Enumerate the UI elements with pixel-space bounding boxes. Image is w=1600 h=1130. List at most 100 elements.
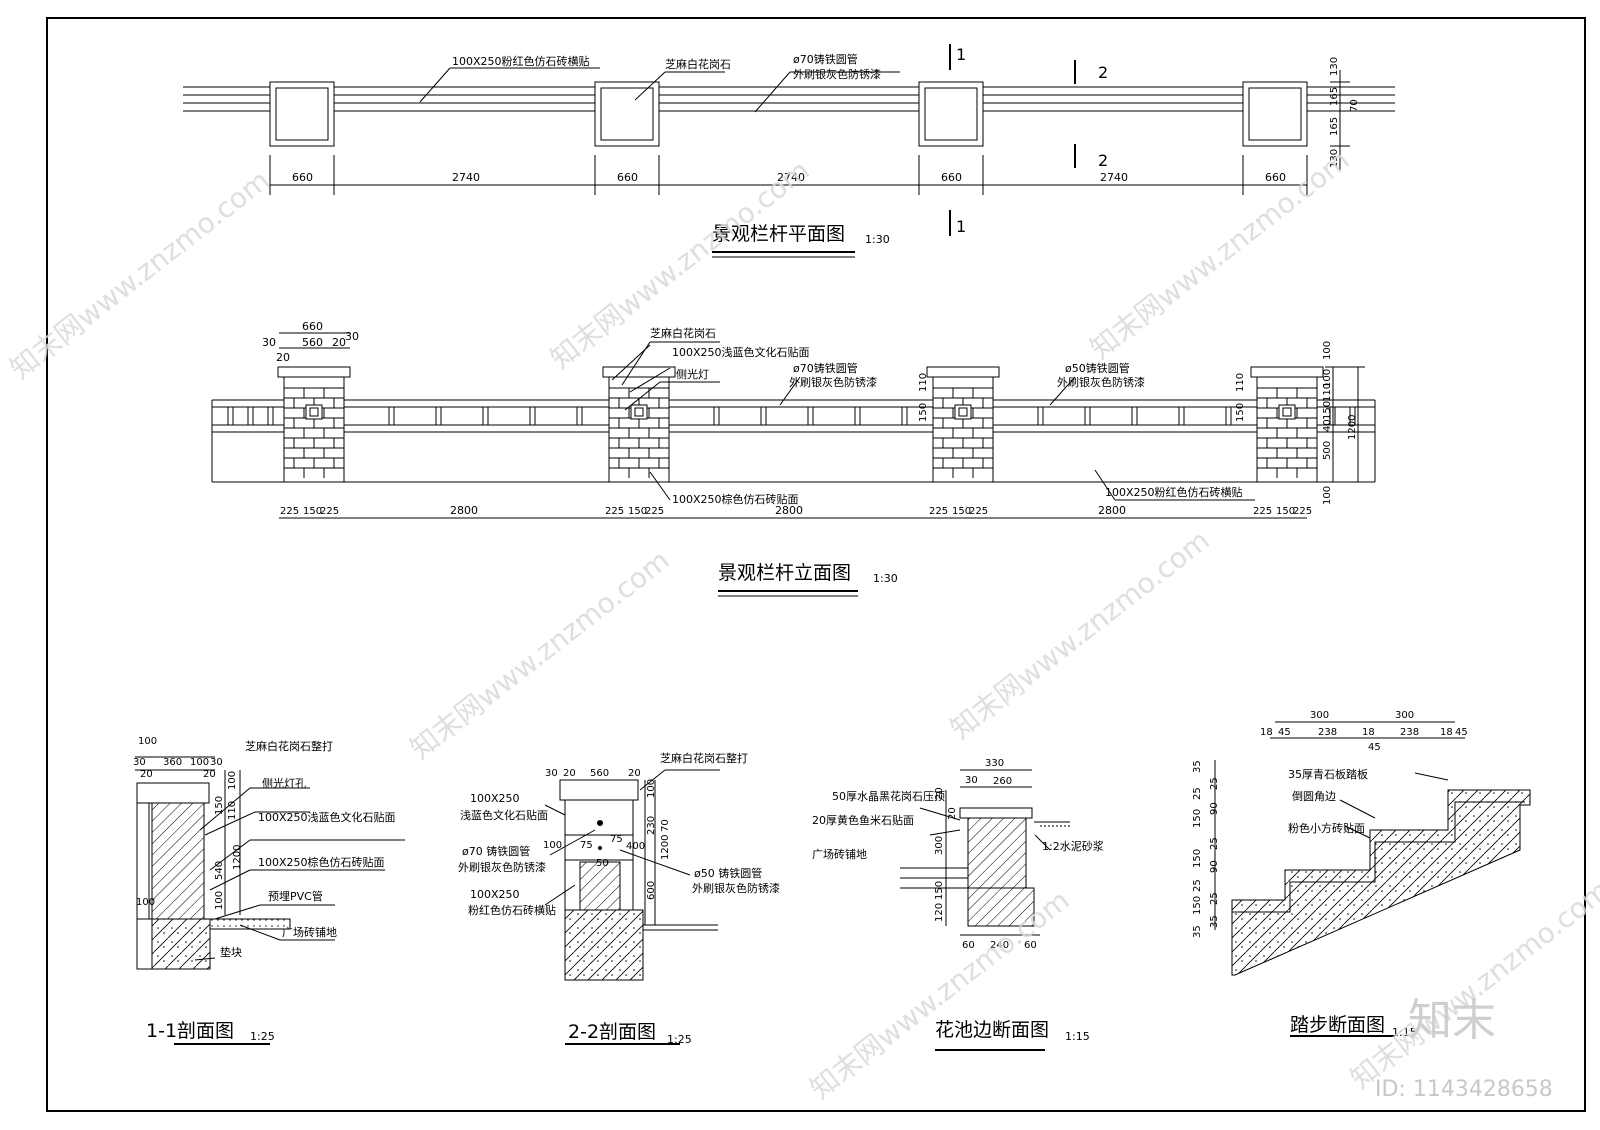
svg-text:30: 30 — [545, 768, 558, 779]
flowerbed-section — [900, 769, 1070, 1051]
svg-text:2740: 2740 — [777, 171, 805, 184]
plan-pipe-label-1: ø70铸铁圆管 — [793, 52, 858, 66]
svg-text:20: 20 — [934, 787, 945, 800]
elev-pink-tile-label: 100X250粉红色仿石砖横贴 — [1105, 485, 1243, 499]
svg-text:60: 60 — [1024, 940, 1037, 951]
svg-text:238: 238 — [1400, 727, 1419, 738]
section11-scale: 1:25 — [250, 1030, 275, 1043]
svg-text:2800: 2800 — [775, 504, 803, 517]
baluster — [529, 406, 536, 426]
stairs-edge-label: 倒圆角边 — [1292, 790, 1336, 803]
s22-granite-label: 芝麻白花岗石整打 — [660, 751, 748, 765]
s22-pipe50-label-1: ø50 铸铁圆管 — [694, 866, 762, 880]
svg-text:150: 150 — [1276, 506, 1295, 517]
svg-text:660: 660 — [1265, 171, 1286, 184]
svg-text:238: 238 — [1318, 727, 1337, 738]
s22-blue-label-2: 浅蓝色文化石贴面 — [460, 808, 548, 822]
s11-brown-label: 100X250棕色仿石砖贴面 — [258, 855, 385, 869]
svg-text:70: 70 — [660, 819, 671, 832]
section-mark-2-bottom: 2 — [1098, 151, 1108, 170]
section-2-2 — [544, 769, 720, 1045]
svg-text:400: 400 — [626, 841, 645, 852]
svg-text:25: 25 — [1192, 787, 1203, 800]
plan-title: 景观栏杆平面图 — [712, 223, 845, 245]
section22-title: 2-2剖面图 — [568, 1021, 656, 1043]
svg-text:30: 30 — [133, 757, 146, 768]
s11-blue-label: 100X250浅蓝色文化石贴面 — [258, 810, 396, 824]
watermark-logo: 知末 — [1408, 995, 1496, 1046]
s11-hole-label: 侧光灯孔 — [262, 776, 306, 790]
svg-text:50: 50 — [596, 858, 609, 869]
svg-text:225: 225 — [320, 506, 339, 517]
watermark-id: ID: 1143428658 — [1375, 1077, 1553, 1102]
svg-text:150: 150 — [303, 506, 322, 517]
svg-text:150: 150 — [952, 506, 971, 517]
baluster — [901, 406, 908, 426]
section11-title: 1-1剖面图 — [146, 1020, 234, 1042]
baluster — [807, 406, 814, 426]
svg-text:660: 660 — [292, 171, 313, 184]
svg-text:240: 240 — [990, 940, 1009, 951]
svg-text:225: 225 — [929, 506, 948, 517]
section-mark-1-bottom: 1 — [956, 217, 966, 236]
baluster — [247, 406, 254, 426]
s22-pink-label-2: 粉红色仿石砖横贴 — [468, 903, 556, 917]
flowerbed-scale: 1:15 — [1065, 1030, 1090, 1043]
svg-text:225: 225 — [1253, 506, 1272, 517]
svg-text:2740: 2740 — [452, 171, 480, 184]
elev-dim-30-right: 30 — [345, 330, 359, 343]
section22-scale: 1:25 — [667, 1033, 692, 1046]
svg-text:20: 20 — [947, 807, 958, 820]
svg-text:110: 110 — [227, 801, 238, 820]
svg-text:130: 130 — [1329, 149, 1340, 168]
s22-pink-label-1: 100X250 — [470, 888, 520, 901]
plan-scale: 1:30 — [865, 233, 890, 246]
svg-text:18: 18 — [1440, 727, 1453, 738]
s22-dimensions: 30 20 560 20 100 230 70 1200 600 100 75 … — [543, 768, 671, 900]
svg-text:330: 330 — [985, 758, 1004, 769]
svg-text:100: 100 — [1322, 341, 1333, 360]
svg-text:25: 25 — [1209, 892, 1220, 905]
svg-text:660: 660 — [941, 171, 962, 184]
svg-text:300: 300 — [1395, 710, 1414, 721]
svg-text:100: 100 — [1322, 369, 1333, 388]
elev-brown-tile-label: 100X250棕色仿石砖贴面 — [672, 492, 799, 506]
fb-dimensions: 330 30 260 20 20 300 150 120 60 240 60 — [934, 758, 1037, 951]
stairs-left-dimensions: 35 25 150 150 25 150 35 25 90 25 90 25 3… — [1192, 760, 1220, 938]
s11-floor-label: 广场砖铺地 — [282, 925, 337, 939]
s11-dimensions: 100 30 360 100 30 20 20 100 110 150 540 … — [133, 736, 243, 910]
svg-text:150: 150 — [214, 796, 225, 815]
brick-post — [277, 366, 351, 483]
svg-text:660: 660 — [617, 171, 638, 184]
baluster — [267, 406, 274, 426]
svg-text:100: 100 — [543, 840, 562, 851]
svg-text:知末网www.znzmo.com: 知末网www.znzmo.com — [4, 163, 276, 385]
elev-blue-tile-label: 100X250浅蓝色文化石贴面 — [672, 345, 810, 359]
svg-text:60: 60 — [962, 940, 975, 951]
baluster — [482, 406, 489, 426]
s22-pipe70-label-1: ø70 铸铁圆管 — [462, 844, 530, 858]
flowerbed-title: 花池边断面图 — [935, 1019, 1049, 1041]
section-1-1 — [135, 756, 405, 1045]
svg-text:20: 20 — [628, 768, 641, 779]
s22-pipe50-label-2: 外刷银灰色防锈漆 — [692, 881, 780, 895]
svg-text:45: 45 — [1455, 727, 1468, 738]
elevation-v-dimensions: 110 150 110 150 — [918, 373, 1246, 422]
svg-text:230: 230 — [646, 816, 657, 835]
svg-text:360: 360 — [163, 757, 182, 768]
svg-text:1200: 1200 — [660, 835, 671, 860]
watermark-layer: 知末网www.znzmo.com 知末网www.znzmo.com 知末网www… — [4, 143, 1600, 1105]
svg-text:100: 100 — [136, 897, 155, 908]
svg-text:35: 35 — [1209, 915, 1220, 928]
stairs-section — [1214, 721, 1531, 1037]
baluster — [435, 406, 442, 426]
baluster — [1225, 406, 1232, 426]
elevation-bottom-dimensions: 225 150 225 2800 225 150 225 2800 225 15… — [280, 504, 1312, 517]
drawing-frame — [46, 17, 1586, 1112]
svg-text:100: 100 — [190, 757, 209, 768]
svg-text:20: 20 — [203, 769, 216, 780]
svg-text:1200: 1200 — [1347, 415, 1358, 440]
svg-text:1200: 1200 — [232, 845, 243, 870]
svg-text:75: 75 — [610, 834, 623, 845]
